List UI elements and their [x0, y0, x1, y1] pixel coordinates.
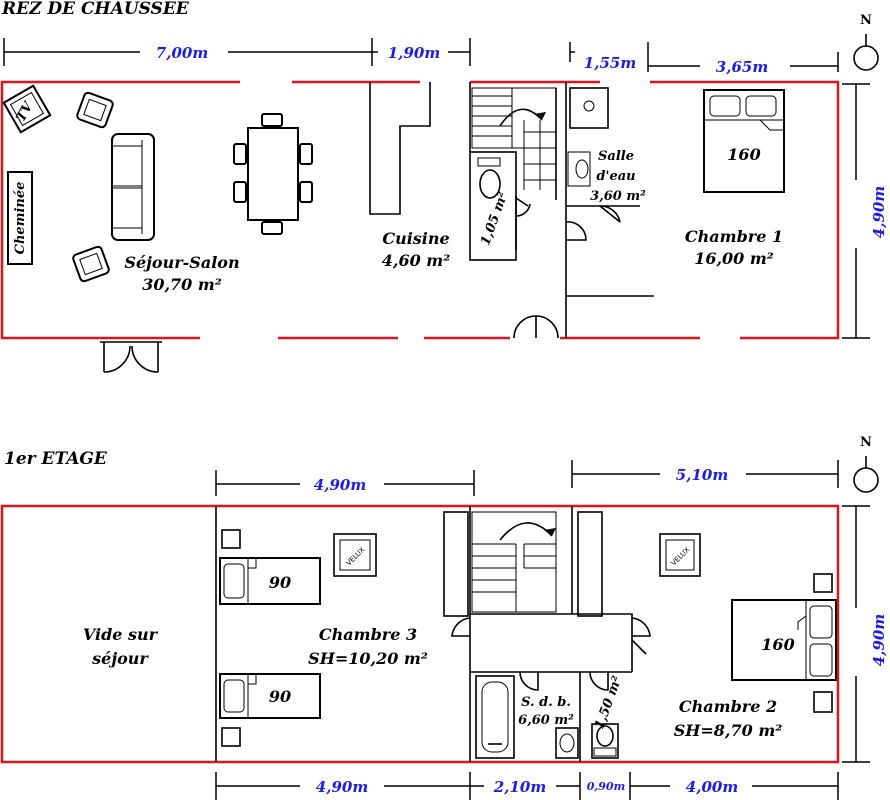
upper-velux-1: [333, 533, 377, 577]
upper-interior-walls: [215, 506, 633, 762]
upper-velux-1-label: VELUX: [345, 546, 367, 568]
dim-upper-side: 4,90m: [870, 614, 888, 666]
dim-upper-top1: 4,90m: [314, 476, 366, 494]
ground-bed-label: 160: [727, 145, 760, 164]
upper-floor-title: 1er ETAGE: [4, 449, 108, 469]
upper-bed-single-1-label: 90: [269, 573, 291, 592]
upper-bottom-dimension-line: [215, 772, 839, 800]
upper-side-dimension: [842, 505, 870, 763]
ground-wc: [469, 151, 531, 261]
compass-north-label: N: [860, 13, 872, 28]
upper-vide-line1: Vide sur: [83, 625, 159, 644]
ground-double-bed: [703, 89, 785, 193]
upper-velux-2-label: VELUX: [670, 546, 692, 568]
upper-bed-single-2-label: 90: [269, 687, 291, 706]
ground-tv: [2, 84, 52, 134]
upper-vide-line2: séjour: [91, 649, 149, 668]
ground-salle-line2: d'eau: [596, 169, 635, 184]
ground-fireplace-label: Cheminée: [13, 182, 28, 255]
dim-upper-b4: 4,00m: [686, 778, 738, 796]
upper-single-bed-1: [219, 557, 321, 605]
upper-staircase: [471, 511, 557, 613]
ground-staircase: [471, 87, 557, 190]
ground-cuisine-area: 4,60 m²: [382, 251, 450, 270]
ground-fireplace: [7, 171, 33, 265]
ground-sejour-area: 30,70 m²: [142, 275, 222, 294]
dim-ground-side: 4,90m: [870, 186, 888, 238]
ground-salle-deau-fixtures: [565, 87, 621, 241]
compass-upper-north-label: N: [860, 435, 872, 450]
upper-chambre2-name: Chambre 2: [679, 697, 777, 716]
dim-ground-d2: 1,90m: [388, 44, 440, 62]
upper-top-dimension-line: [215, 460, 839, 496]
upper-bathtub: [475, 675, 515, 759]
ground-side-dimension: [842, 83, 870, 339]
dim-ground-d4: 3,65m: [716, 58, 768, 76]
upper-chambre3-area: SH=10,20 m²: [308, 649, 428, 668]
upper-wc-area: 1,50 m²: [592, 674, 625, 732]
upper-single-bed-2: [219, 673, 321, 719]
upper-velux-2: [659, 533, 701, 577]
ground-exterior-walls: [0, 80, 840, 340]
upper-chambre2-area: SH=8,70 m²: [674, 721, 783, 740]
ground-wc-area: 1,05 m²: [478, 190, 511, 248]
ground-cuisine-name: Cuisine: [382, 229, 449, 248]
ground-salle-area: 3,60 m²: [590, 189, 646, 204]
upper-double-bed: [731, 599, 837, 681]
upper-bed-double-label: 160: [761, 635, 794, 654]
compass-icon: [853, 34, 879, 71]
ground-floor-title: REZ DE CHAUSSEE: [1, 0, 190, 19]
dim-ground-d1: 7,00m: [156, 44, 208, 62]
dim-upper-b2: 2,10m: [493, 778, 546, 796]
ground-sofa: [111, 133, 155, 241]
ground-sejour-name: Séjour-Salon: [124, 253, 239, 272]
dim-upper-b3: 0,90m: [587, 780, 625, 793]
ground-chambre1-name: Chambre 1: [685, 227, 783, 246]
ground-doors: [100, 315, 559, 373]
upper-exterior-walls: [0, 504, 840, 764]
upper-sdb-name: S. d. b.: [521, 695, 571, 710]
ground-armchair-top: [76, 91, 114, 129]
dim-upper-b1: 4,90m: [316, 778, 368, 796]
compass-upper-icon: [853, 456, 879, 493]
dim-upper-top2: 5,10m: [676, 466, 728, 484]
upper-washbasin: [555, 727, 579, 759]
ground-chambre1-area: 16,00 m²: [694, 249, 774, 268]
upper-sdb-area: 6,60 m²: [518, 713, 574, 728]
upper-nightstands-c2: [813, 573, 833, 713]
ground-dimension-line: [3, 38, 839, 72]
upper-wc-toilet: [591, 723, 619, 759]
upper-chambre3-name: Chambre 3: [319, 625, 417, 644]
ground-salle-line1: Salle: [598, 149, 634, 164]
upper-nightstands-c3: [221, 529, 241, 747]
dim-ground-d3: 1,55m: [584, 54, 636, 72]
upper-doors: [451, 617, 651, 691]
ground-dining-table: [233, 113, 313, 235]
ground-armchair-bottom: [72, 245, 110, 283]
